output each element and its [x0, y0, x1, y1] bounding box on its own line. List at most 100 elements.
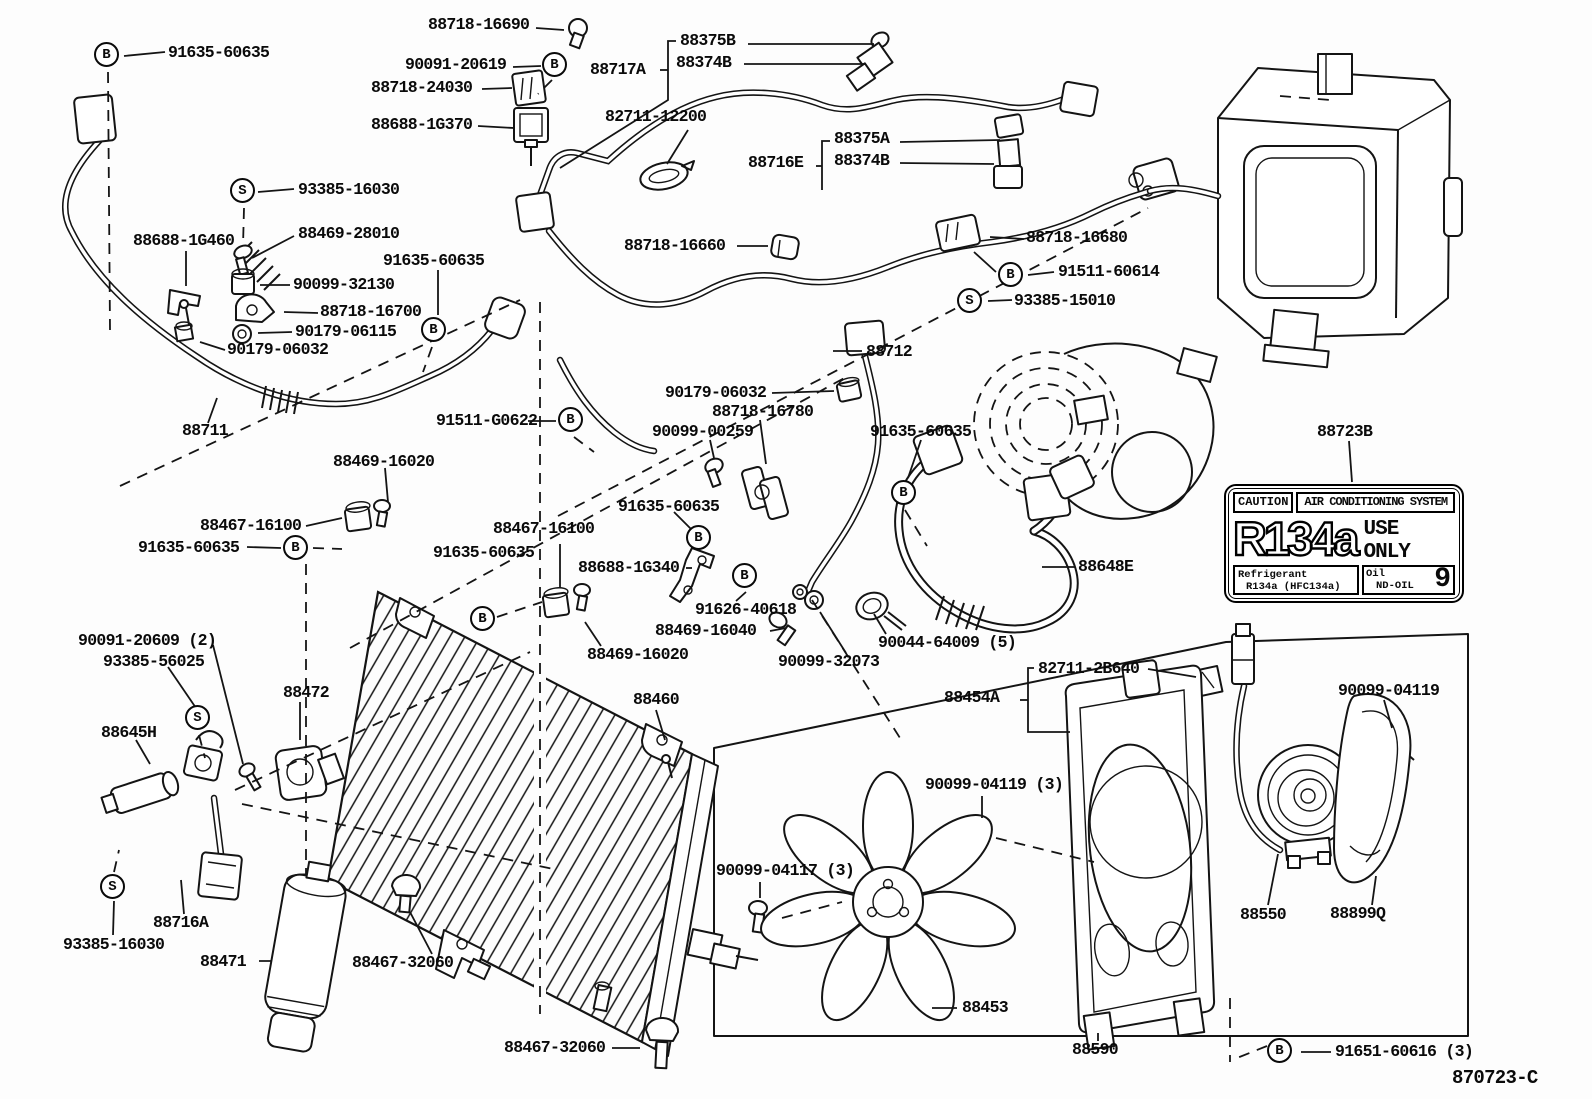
- part-label: 93385-56025: [103, 652, 205, 671]
- marker-B: B: [542, 52, 567, 77]
- part-label: 91635-60635: [138, 538, 240, 557]
- part-label: 91511-G0622: [436, 411, 538, 430]
- part-label: 88469-16040: [655, 621, 757, 640]
- part-label: 88688-1G370: [371, 115, 473, 134]
- oil-value: ND-OIL: [1376, 580, 1414, 592]
- marker-B: B: [283, 535, 308, 560]
- part-label: 88711: [182, 421, 229, 440]
- receiver-drier: [264, 860, 347, 1053]
- suction-hose-88648E: [899, 424, 1095, 630]
- part-label: 88645H: [101, 723, 157, 742]
- part-label: 90179-06032: [665, 383, 767, 402]
- part-label: 88717A: [590, 60, 646, 79]
- part-label: 88374B: [676, 53, 732, 72]
- part-label: 88375A: [834, 129, 890, 148]
- oil-number: 9: [1434, 564, 1451, 595]
- caution-word: CAUTION: [1233, 492, 1294, 513]
- part-label: 93385-15010: [1014, 291, 1116, 310]
- marker-B: B: [1267, 1038, 1292, 1063]
- part-label: 88718-16660: [624, 236, 726, 255]
- drawing-code: 870723-C: [1452, 1067, 1538, 1089]
- part-label: 88374B: [834, 151, 890, 170]
- part-label: 88899Q: [1330, 904, 1386, 923]
- part-label: 91635-60635: [433, 543, 535, 562]
- part-label: 91635-60635: [870, 422, 972, 441]
- part-label: 93385-16030: [298, 180, 400, 199]
- part-label: 88688-1G460: [133, 231, 235, 250]
- part-label: 88648E: [1078, 557, 1134, 576]
- marker-B: B: [998, 262, 1023, 287]
- condenser-88460: [326, 564, 759, 1057]
- part-label: 91635-60635: [383, 251, 485, 270]
- part-label: 91635-60635: [618, 497, 720, 516]
- part-label: 90099-04119 (3): [925, 775, 1064, 794]
- part-label: 88590: [1072, 1040, 1119, 1059]
- refrigerant-title: Refrigerant: [1238, 569, 1308, 581]
- leader-lines: [112, 27, 1393, 1053]
- part-label: 88469-16020: [587, 645, 689, 664]
- part-label: 88471: [200, 952, 247, 971]
- marker-B: B: [94, 42, 119, 67]
- caution-label: CAUTION AIR CONDITIONING SYSTEM R134a US…: [1224, 484, 1464, 603]
- part-label: 88718-16780: [712, 402, 814, 421]
- motor-cover: [1333, 693, 1412, 884]
- part-label: 90099-32130: [293, 275, 395, 294]
- oil-title: Oil: [1366, 568, 1385, 580]
- part-label: 88467-32060: [504, 1038, 606, 1057]
- part-label: 88718-16700: [320, 302, 422, 321]
- part-label: 88718-16690: [428, 15, 530, 34]
- part-label: 90099-04119: [1338, 681, 1440, 700]
- refrigerant-code: R134a: [1232, 512, 1361, 565]
- marker-B: B: [421, 317, 446, 342]
- part-label: 88375B: [680, 31, 736, 50]
- part-label: 82711-12200: [605, 107, 707, 126]
- part-label: 90044-64009 (5): [878, 633, 1017, 652]
- part-label: 88716E: [748, 153, 804, 172]
- part-label: 88460: [633, 690, 680, 709]
- marker-S: S: [230, 178, 255, 203]
- part-label: 88467-16100: [200, 516, 302, 535]
- part-label: 90099-04117 (3): [716, 861, 855, 880]
- system-title: AIR CONDITIONING SYSTEM: [1296, 492, 1455, 513]
- small-parts: [73, 18, 1415, 1070]
- marker-B: B: [558, 407, 583, 432]
- marker-B: B: [470, 606, 495, 631]
- fan-shroud: [1064, 659, 1216, 1051]
- part-label: 93385-16030: [63, 935, 165, 954]
- part-label: 90099-00259: [652, 422, 754, 441]
- evaporator-unit: [1128, 53, 1463, 369]
- marker-B: B: [891, 480, 916, 505]
- part-label: 88718-24030: [371, 78, 473, 97]
- part-label: 91651-60616 (3): [1335, 1042, 1474, 1061]
- part-label: 88716A: [153, 913, 209, 932]
- part-label: 82711-2B640: [1038, 659, 1140, 678]
- marker-S: S: [185, 705, 210, 730]
- part-label: 88688-1G340: [578, 558, 680, 577]
- marker-B: B: [732, 563, 757, 588]
- part-label: 88723B: [1317, 422, 1373, 441]
- part-label: 88712: [866, 342, 913, 361]
- part-label: 90091-20609 (2): [78, 631, 217, 650]
- part-label: 90091-20619: [405, 55, 507, 74]
- marker-B: B: [686, 525, 711, 550]
- fan-motor: [1231, 623, 1359, 869]
- part-label: 91511-60614: [1058, 262, 1160, 281]
- part-label: 90099-32073: [778, 652, 880, 671]
- part-label: 88472: [283, 683, 330, 702]
- refrigerant-value: R134a (HFC134a): [1246, 581, 1341, 593]
- part-label: 88454A: [944, 688, 1000, 707]
- part-label: 88467-16100: [493, 519, 595, 538]
- marker-S: S: [100, 874, 125, 899]
- cooling-fan: [760, 771, 1016, 1022]
- part-label: 90179-06032: [227, 340, 329, 359]
- dashed-lines: [107, 71, 1268, 1062]
- part-label: 88453: [962, 998, 1009, 1017]
- part-label: 91635-60635: [168, 43, 270, 62]
- part-label: 88469-28010: [298, 224, 400, 243]
- marker-S: S: [957, 288, 982, 313]
- part-label: 90179-06115: [295, 322, 397, 341]
- part-label: 88550: [1240, 905, 1287, 924]
- part-label: 88467-32060: [352, 953, 454, 972]
